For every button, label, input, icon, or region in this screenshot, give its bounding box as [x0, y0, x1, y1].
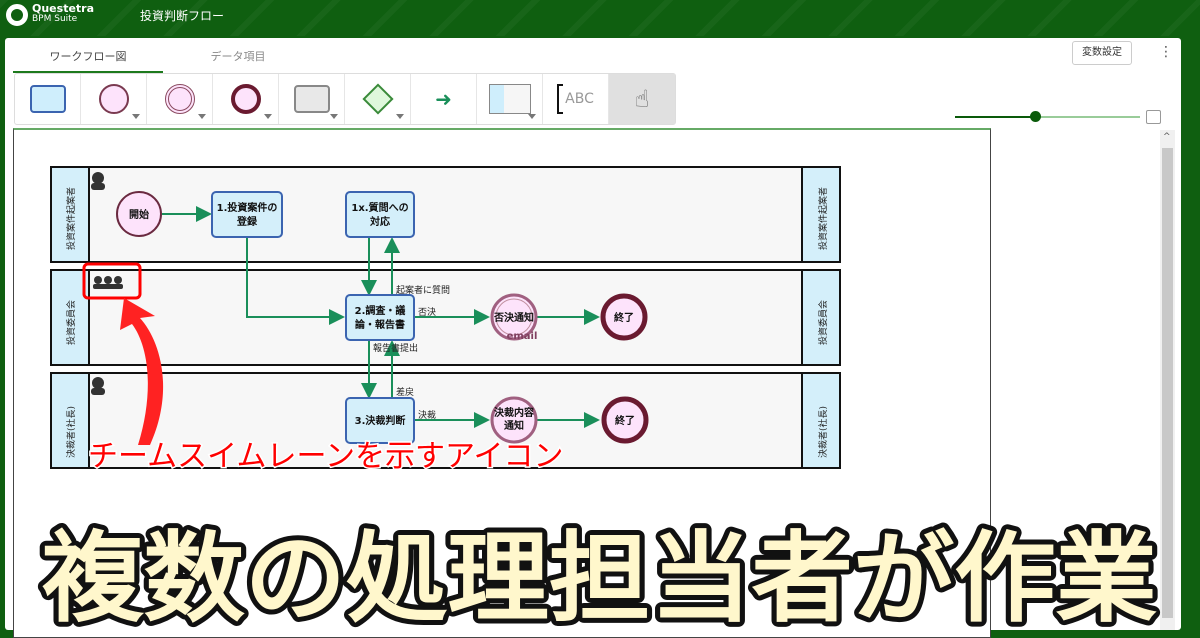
flow-label: 差戻: [396, 386, 414, 398]
svg-text:1x.質問への: 1x.質問への: [351, 201, 408, 214]
svg-text:終了: 終了: [615, 414, 635, 427]
svg-text:email: email: [507, 331, 538, 342]
user-icon: [92, 377, 104, 389]
lane-label: 投資案件起案者: [65, 187, 77, 250]
flow-label: 報告書提出: [373, 342, 418, 354]
tool-start-event[interactable]: [81, 74, 147, 124]
flow-label: 否決: [418, 306, 436, 318]
svg-text:論・報告書: 論・報告書: [355, 318, 405, 331]
swimlane-icon: [488, 84, 531, 114]
app-title: 投資判断フロー: [140, 9, 225, 23]
tool-swimlane[interactable]: [477, 74, 543, 124]
flow-label: 起案者に質問: [396, 284, 450, 296]
lane-label-right: 決裁者(社長): [817, 406, 829, 458]
end-event[interactable]: 終了: [600, 293, 648, 341]
zoom-slider-knob[interactable]: [1030, 111, 1041, 122]
scrollbar-thumb[interactable]: [1162, 148, 1173, 618]
zoom-slider[interactable]: [955, 111, 1140, 122]
svg-text:終了: 終了: [614, 311, 634, 324]
start-event-icon: [98, 84, 129, 114]
tab-workflow[interactable]: ワークフロー図: [13, 46, 163, 73]
start-event[interactable]: 開始: [116, 191, 162, 237]
intermediate-event-icon: [164, 84, 195, 114]
end-event-icon: [230, 84, 261, 114]
vertical-scrollbar[interactable]: ^: [1160, 130, 1175, 630]
tool-annotation[interactable]: ABC: [543, 74, 609, 124]
questetra-logo-icon: [6, 4, 28, 26]
hand-pointer-icon: ☝: [634, 85, 650, 113]
tool-end-event[interactable]: [213, 74, 279, 124]
svg-text:決裁内容: 決裁内容: [494, 406, 534, 419]
arrow-right-icon: ➜: [435, 87, 452, 111]
annotation-label: ABC: [565, 91, 594, 107]
task-shape-icon: [29, 85, 66, 113]
svg-text:開始: 開始: [129, 208, 149, 221]
tool-gateway[interactable]: [345, 74, 411, 124]
lane-label-right: 投資案件起案者: [817, 187, 829, 250]
tool-flow[interactable]: ➜: [411, 74, 477, 124]
brand-name: Questetra: [32, 2, 95, 15]
svg-text:3.決裁判断: 3.決裁判断: [355, 414, 406, 427]
tool-intermediate-event[interactable]: [147, 74, 213, 124]
user-icon: [92, 172, 104, 184]
email-reject-event[interactable]: 否決通知 email: [490, 293, 538, 342]
lane-label-right: 投資委員会: [817, 300, 829, 345]
variables-button[interactable]: 変数設定: [1072, 41, 1132, 65]
swimlane[interactable]: 投資委員会 投資委員会: [50, 269, 841, 366]
tool-pointer[interactable]: ☝: [609, 74, 675, 124]
svg-text:1.投資案件の: 1.投資案件の: [217, 201, 278, 214]
tool-service-task[interactable]: [279, 74, 345, 124]
team-icon: [93, 276, 123, 289]
end-event[interactable]: 終了: [601, 396, 649, 444]
headline: 複数の処理担当者が作業: [42, 522, 1157, 630]
lane-label: 決裁者(社長): [65, 406, 77, 458]
service-task-icon: [293, 85, 330, 113]
brand-sub: BPM Suite: [32, 14, 78, 24]
callout-text: チームスイムレーンを示すアイコン: [88, 439, 564, 474]
fit-screen-icon[interactable]: [1146, 110, 1161, 124]
annotation-icon: [557, 84, 564, 114]
flows: [162, 206, 600, 428]
toolbar: ➜ ABC ☝: [14, 73, 676, 125]
task-decide[interactable]: 3.決裁判断: [345, 397, 415, 444]
task-investigate[interactable]: 2.調査・議論・報告書: [345, 294, 415, 341]
svg-text:2.調査・議: 2.調査・議: [355, 304, 406, 317]
highlight-box: [82, 262, 142, 300]
svg-text:登録: 登録: [236, 215, 258, 228]
lane-label: 投資委員会: [65, 300, 77, 345]
callout-arrow-icon: [120, 298, 164, 445]
svg-text:対応: 対応: [369, 215, 390, 228]
flow-label: 決裁: [418, 409, 436, 421]
svg-text:通知: 通知: [504, 419, 524, 432]
tool-human-task[interactable]: [15, 74, 81, 124]
svg-text:否決通知: 否決通知: [493, 311, 534, 324]
tab-data-items[interactable]: データ項目: [210, 50, 266, 63]
more-menu-icon[interactable]: ⋮: [1159, 44, 1173, 60]
